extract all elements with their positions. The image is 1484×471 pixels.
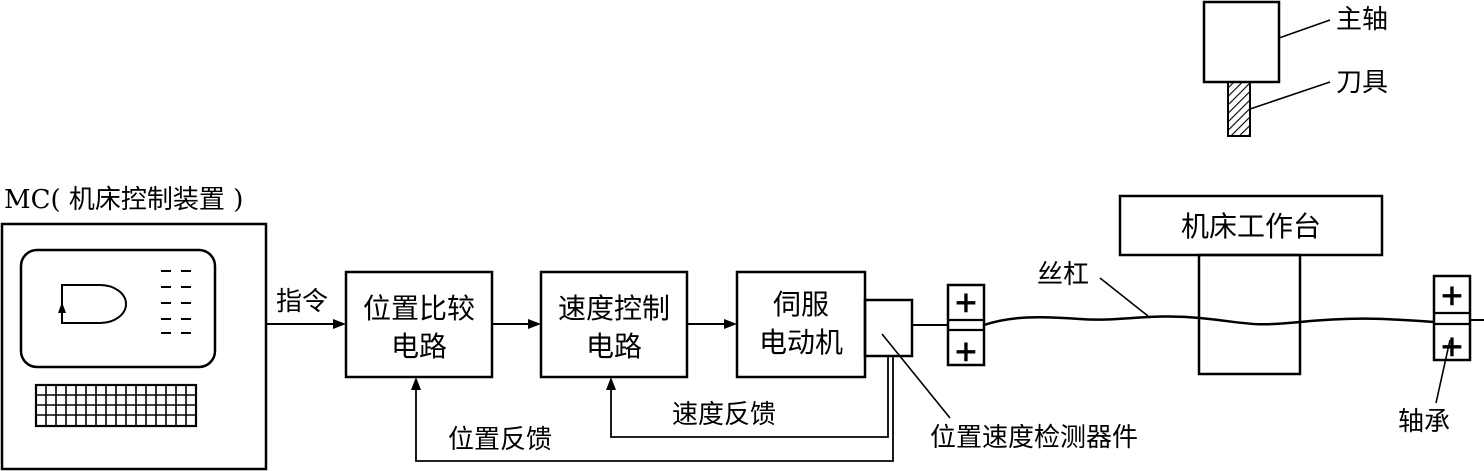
spindle-box bbox=[1202, 0, 1281, 84]
spindle-leader bbox=[1278, 19, 1331, 39]
left-bearing: + + bbox=[946, 283, 986, 369]
speed-feedback-line bbox=[610, 356, 889, 438]
servo-motor-label-line2: 电动机 bbox=[759, 326, 843, 359]
speed-feedback-label: 速度反馈 bbox=[672, 400, 776, 430]
bearing-leader bbox=[1435, 339, 1451, 404]
worktable-label: 机床工作台 bbox=[1181, 210, 1321, 243]
position-compare-label-line1: 位置比较 bbox=[363, 292, 475, 325]
tool-leader bbox=[1249, 81, 1331, 110]
speed-control-label-line2: 电路 bbox=[586, 330, 642, 363]
screen-text-lines bbox=[161, 270, 191, 334]
servo-motor-label-line1: 伺服 bbox=[773, 288, 829, 321]
speed-feedback-arrow-icon bbox=[606, 377, 616, 390]
bearing-symbol-bottom-right: + bbox=[1439, 329, 1464, 364]
tool-label: 刀具 bbox=[1336, 68, 1388, 98]
toolpath-icon bbox=[61, 284, 127, 324]
lead-screw-leader bbox=[1099, 277, 1149, 317]
position-compare-label-line2: 电路 bbox=[391, 330, 447, 363]
position-feedback-label: 位置反馈 bbox=[448, 425, 552, 455]
toolpath-arrow-icon bbox=[58, 302, 66, 313]
mc-screen bbox=[19, 248, 217, 369]
mc-box bbox=[0, 222, 268, 471]
tool-icon bbox=[1227, 81, 1251, 137]
speed-control-label-line1: 速度控制 bbox=[558, 292, 670, 325]
detector-box bbox=[863, 298, 914, 358]
command-arrow-icon bbox=[333, 319, 346, 329]
bearing-label: 轴承 bbox=[1398, 407, 1450, 437]
position-feedback-arrow-icon bbox=[411, 377, 421, 390]
command-label: 指令 bbox=[276, 287, 328, 317]
right-bearing: + + bbox=[1432, 274, 1472, 364]
mc-title: MC( 机床控制装置 ) bbox=[4, 185, 243, 215]
lead-screw-label: 丝杠 bbox=[1037, 260, 1089, 290]
worktable-nut bbox=[1197, 253, 1302, 376]
bearing-symbol-top-right: + bbox=[1439, 278, 1464, 313]
detector-leader bbox=[881, 333, 951, 419]
detector-label: 位置速度检测器件 bbox=[930, 423, 1138, 453]
lead-screw bbox=[983, 315, 1435, 327]
bearing-symbol-bottom: + bbox=[953, 334, 978, 369]
bearing-symbol-top: + bbox=[953, 285, 978, 320]
compare-to-speed-arrow-icon bbox=[528, 319, 541, 329]
keyboard-icon bbox=[34, 383, 198, 428]
spindle-label: 主轴 bbox=[1336, 5, 1388, 35]
position-feedback-line bbox=[415, 356, 894, 462]
speed-to-motor-arrow-icon bbox=[724, 319, 737, 329]
